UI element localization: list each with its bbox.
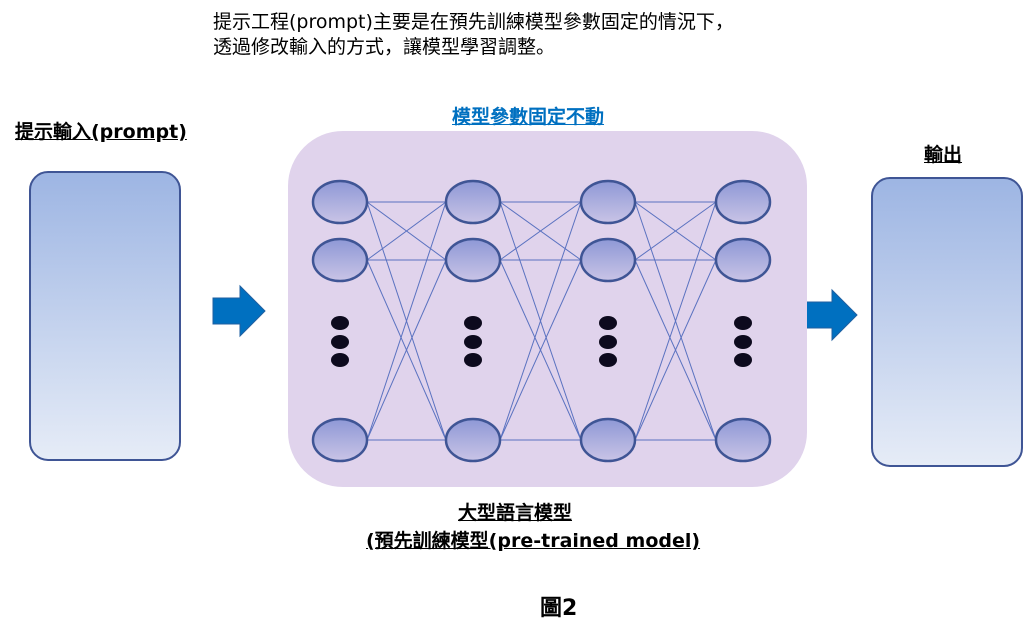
ellipsis-dot (331, 335, 349, 349)
nodes (311, 179, 772, 463)
neuron-node (444, 179, 502, 225)
neuron-node (444, 237, 502, 283)
ellipsis-dot (734, 335, 752, 349)
neuron-node (311, 417, 369, 463)
figure-label: 圖2 (540, 596, 578, 621)
connections (366, 201, 717, 441)
ellipsis-dot (599, 335, 617, 349)
connection-line (634, 201, 717, 261)
neuron-node (714, 237, 772, 283)
caption-line-1: 提示工程(prompt)主要是在預先訓練模型參數固定的情況下， (213, 11, 734, 33)
connection-line (634, 201, 717, 441)
connection-line (499, 201, 582, 261)
neuron-node (714, 179, 772, 225)
neuron-node (579, 179, 637, 225)
input-arrow-icon (212, 284, 266, 338)
model-panel (288, 131, 807, 487)
neuron-node (311, 237, 369, 283)
caption: 提示工程(prompt)主要是在預先訓練模型參數固定的情況下， 透過修改輸入的方… (213, 10, 734, 60)
input-label: 提示輸入(prompt) (15, 121, 187, 143)
caption-line-2: 透過修改輸入的方式，讓模型學習調整。 (213, 36, 556, 58)
output-arrow-icon (805, 288, 858, 342)
neuron-node (579, 237, 637, 283)
ellipsis-dot (464, 335, 482, 349)
neuron-node (714, 417, 772, 463)
connection-line (366, 259, 447, 441)
neuron-node (444, 417, 502, 463)
frozen-label: 模型參數固定不動 (452, 106, 605, 128)
ellipsis-dot (599, 353, 617, 367)
ellipsis-dot (599, 316, 617, 330)
connection-line (634, 259, 717, 441)
connection-line (499, 259, 582, 441)
ellipsis-dot (331, 353, 349, 367)
connection-line (499, 201, 582, 441)
output-label: 輸出 (924, 144, 963, 166)
connection-line (366, 201, 447, 441)
ellipsis-dot (464, 353, 482, 367)
ellipsis-dot (464, 316, 482, 330)
connection-line (366, 201, 447, 261)
model-label-line-2: (預先訓練模型(pre-trained model) (366, 530, 701, 552)
ellipsis-dot (734, 316, 752, 330)
output-box (871, 177, 1023, 467)
model-label-line-1: 大型語言模型 (458, 502, 573, 524)
ellipsis-dot (734, 353, 752, 367)
input-box (29, 171, 181, 461)
neuron-node (579, 417, 637, 463)
neuron-node (311, 179, 369, 225)
ellipsis-dot (331, 316, 349, 330)
